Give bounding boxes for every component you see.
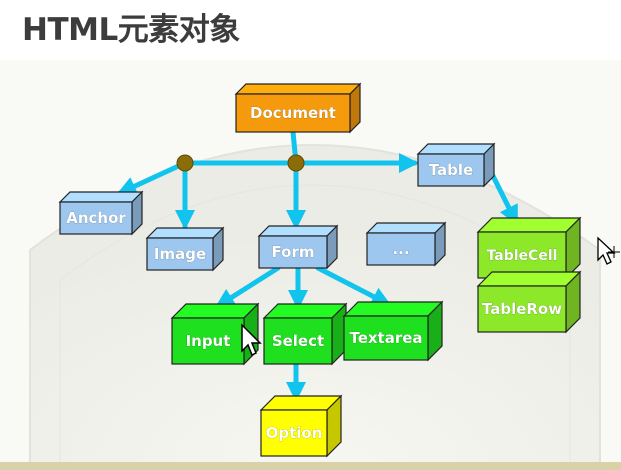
node-label-image: Image <box>154 245 206 263</box>
box-front-face <box>477 231 567 279</box>
edge-table-to-tablecell <box>487 167 519 226</box>
node-label-anchor: Anchor <box>66 209 126 227</box>
cursor-icon <box>241 323 262 357</box>
box-front-face <box>260 409 328 457</box>
box-top-face <box>416 143 496 155</box>
node-option: Option <box>259 394 343 458</box>
slide-title: HTML元素对象 <box>22 12 240 48</box>
node-label-tablerow: TableRow <box>482 300 562 318</box>
node-anchor: Anchor <box>58 190 144 236</box>
cursor-move-icon <box>597 236 620 265</box>
node-label-ellipsis: ... <box>392 240 409 258</box>
box-front-face <box>263 317 333 365</box>
box-front-face <box>146 237 214 271</box>
box-top-face <box>342 301 444 317</box>
node-label-table: Table <box>429 161 473 179</box>
node-tablerow: TableRow <box>476 270 582 334</box>
node-label-textarea: Textarea <box>349 329 422 347</box>
edge-form-to-textarea <box>315 265 392 307</box>
box-front-face <box>417 153 485 187</box>
junctions <box>176 154 305 172</box>
box-front-face <box>258 235 328 269</box>
box-top-face <box>476 271 582 287</box>
junction-left <box>176 154 194 172</box>
box-top-face <box>58 191 144 203</box>
node-textarea: Textarea <box>342 300 444 362</box>
box-front-face <box>343 315 429 361</box>
node-document: Document <box>234 82 362 134</box>
edges <box>116 129 519 402</box>
box-front-face <box>59 201 133 235</box>
box-top-face <box>145 227 225 239</box>
box-front-face <box>477 285 567 333</box>
box-top-face <box>476 217 582 233</box>
node-label-form: Form <box>272 243 315 261</box>
node-label-document: Document <box>250 104 336 122</box>
node-label-select: Select <box>272 332 324 350</box>
node-label-tablecell: TableCell <box>487 248 558 264</box>
box-top-face <box>170 303 260 319</box>
node-form: Form <box>257 224 339 270</box>
node-input: Input <box>170 302 260 366</box>
node-label-option: Option <box>266 424 323 442</box>
edge-form-to-input <box>214 265 281 309</box>
node-ellipsis: ... <box>365 221 447 267</box>
box-front-face <box>366 232 436 266</box>
edge-to-anchor <box>116 160 188 196</box>
node-image: Image <box>145 226 225 272</box>
box-front-face <box>171 317 245 365</box>
box-top-face <box>234 83 362 95</box>
node-select: Select <box>262 302 348 366</box>
node-table: Table <box>416 142 496 188</box>
box-front-face <box>235 93 351 133</box>
node-label-input: Input <box>186 332 231 350</box>
box-top-face <box>365 222 447 234</box>
junction-center <box>287 154 305 172</box>
box-top-face <box>257 225 339 237</box>
node-tablecell: TableCell <box>476 216 582 280</box>
